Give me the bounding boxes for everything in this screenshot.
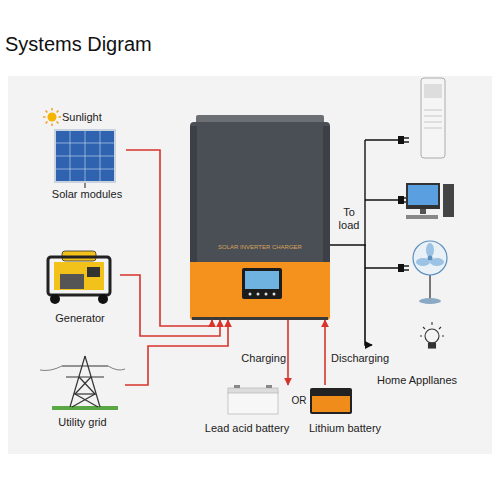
- node-text: Home Appllanes: [367, 374, 467, 387]
- node-text: Utility grid: [35, 416, 130, 429]
- edge-label: To load: [334, 206, 364, 231]
- inverter-illustration: [190, 115, 330, 320]
- load-bus-wires: [365, 136, 409, 272]
- edge-label: Charging: [238, 352, 286, 365]
- inverter-node: SOLAR INVERTER CHARGER: [190, 118, 330, 320]
- node-text: SOLAR INVERTER CHARGER: [190, 244, 330, 251]
- sun-icon: [43, 108, 61, 126]
- diagram-title: Systems Digram: [5, 33, 152, 56]
- battery-node: Lead acid battery: [200, 385, 294, 435]
- fan: [413, 241, 447, 304]
- power-tower: [40, 356, 125, 410]
- node-text: Lead acid battery: [195, 422, 299, 435]
- power-connector: [125, 320, 228, 385]
- edge-label: Discharging: [331, 352, 401, 365]
- power-connector: [120, 275, 220, 336]
- node-text: Solar modules: [42, 188, 132, 201]
- source-node: Utility grid: [40, 355, 125, 429]
- source-node: Generator: [40, 248, 120, 326]
- background-panel: [8, 76, 492, 454]
- free-label: OR: [291, 395, 307, 407]
- free-label: Sunlight: [62, 111, 122, 124]
- light-bulb: [420, 322, 444, 348]
- solar-panel: [55, 130, 115, 188]
- air-conditioner: [421, 78, 445, 158]
- power-connector: [330, 245, 372, 345]
- computer: [406, 183, 454, 219]
- source-node: Solar modules: [48, 128, 126, 202]
- power-connector: [324, 320, 326, 385]
- lead-acid-battery: [228, 385, 278, 414]
- node-text: Lithium battery: [295, 422, 395, 435]
- battery-node: Lithium battery: [305, 385, 385, 435]
- power-connector: [126, 150, 212, 326]
- power-connector: [287, 320, 289, 385]
- generator: [48, 251, 110, 304]
- node-text: Generator: [35, 312, 125, 325]
- lithium-battery: [310, 388, 352, 414]
